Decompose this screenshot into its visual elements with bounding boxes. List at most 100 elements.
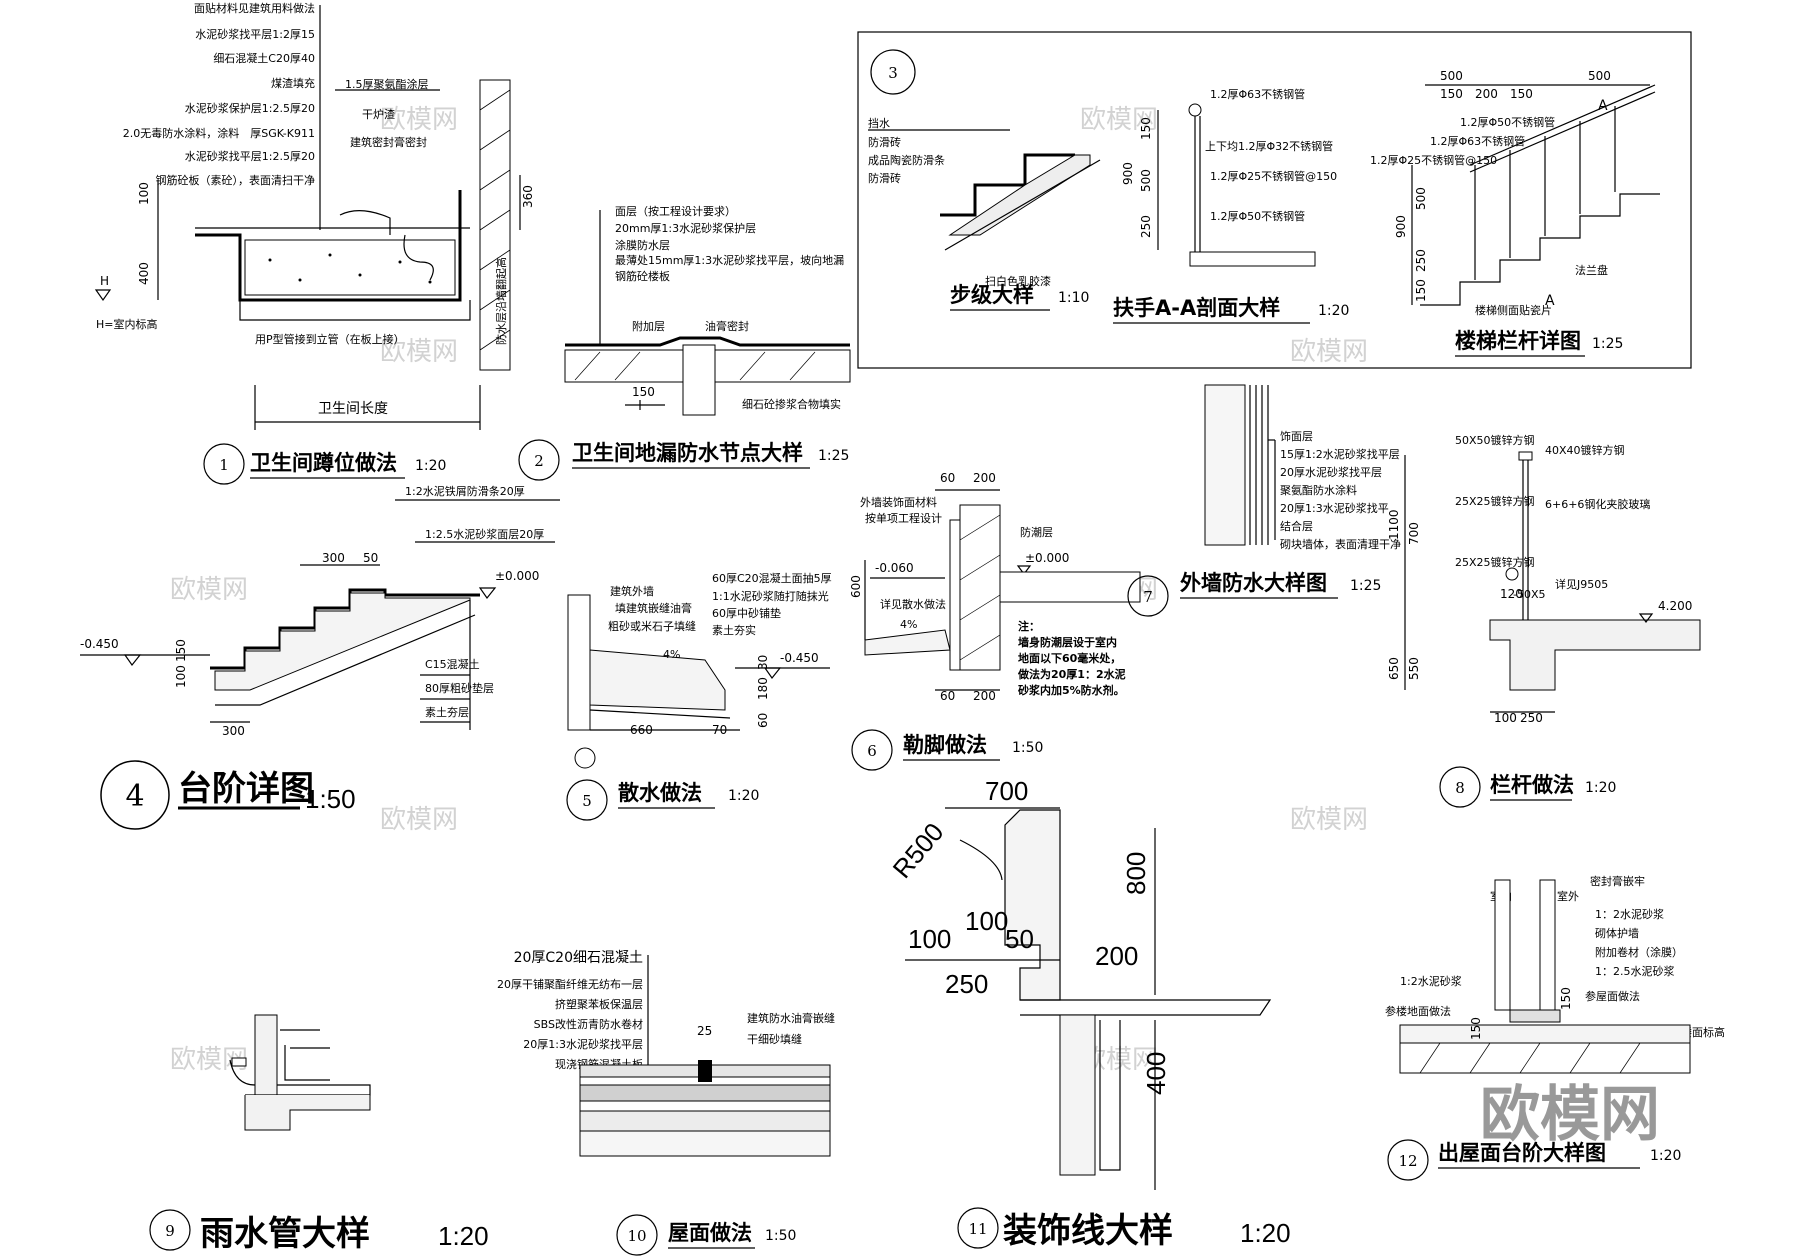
svg-text:详见J9505: 详见J9505	[1555, 577, 1608, 591]
svg-text:外墙装饰面材料: 外墙装饰面材料	[860, 495, 937, 509]
svg-text:300: 300	[322, 551, 345, 565]
svg-text:卫生间长度: 卫生间长度	[318, 401, 388, 417]
svg-text:1：2水泥砂浆: 1：2水泥砂浆	[1595, 907, 1664, 921]
svg-text:勒脚做法: 勒脚做法	[903, 733, 987, 757]
svg-text:欧模网: 欧模网	[1080, 105, 1158, 135]
svg-text:1.2厚Φ63不锈钢管: 1.2厚Φ63不锈钢管	[1430, 134, 1525, 148]
svg-text:砂浆内加5%防水剂。: 砂浆内加5%防水剂。	[1018, 683, 1125, 697]
svg-text:1:25: 1:25	[1592, 336, 1623, 352]
svg-text:8: 8	[1455, 779, 1465, 797]
svg-text:50: 50	[1005, 924, 1034, 954]
svg-text:墙身防潮层设于室内: 墙身防潮层设于室内	[1018, 635, 1117, 649]
svg-text:50: 50	[363, 551, 378, 565]
detail-11-title: 11 装饰线大样 1:20	[957, 1207, 1291, 1251]
svg-text:室外: 室外	[1557, 889, 1579, 903]
svg-text:水泥砂浆保护层1:2.5厚20: 水泥砂浆保护层1:2.5厚20	[185, 101, 315, 115]
svg-text:60: 60	[940, 689, 955, 703]
svg-text:1:50: 1:50	[1012, 740, 1043, 756]
svg-text:1100: 1100	[1387, 509, 1401, 540]
svg-text:欧模网: 欧模网	[380, 805, 458, 835]
svg-text:120: 120	[1500, 587, 1523, 601]
svg-text:500: 500	[1588, 69, 1611, 83]
svg-text:60: 60	[940, 471, 955, 485]
svg-text:涂膜防水层: 涂膜防水层	[615, 238, 670, 252]
svg-text:650: 650	[1387, 657, 1401, 680]
svg-text:1.5厚聚氨酯涂层: 1.5厚聚氨酯涂层	[345, 77, 429, 91]
svg-text:干细砂填缝: 干细砂填缝	[747, 1032, 802, 1046]
svg-text:屋面做法: 屋面做法	[668, 1221, 752, 1245]
handrail-section: 1.2厚Φ63不锈钢管 上下均1.2厚Φ32不锈钢管 1.2厚Φ25不锈钢管@1…	[1113, 87, 1349, 324]
svg-text:卫生间蹲位做法: 卫生间蹲位做法	[250, 451, 397, 475]
svg-text:素土夯实: 素土夯实	[712, 623, 756, 637]
svg-text:H: H	[100, 274, 109, 288]
svg-text:建筑密封膏密封: 建筑密封膏密封	[350, 135, 427, 149]
svg-text:防水层沿墙翻起高: 防水层沿墙翻起高	[494, 257, 508, 345]
svg-text:1:20: 1:20	[438, 1221, 489, 1251]
svg-text:步级大样: 步级大样	[950, 283, 1034, 307]
svg-text:800: 800	[1121, 852, 1151, 895]
svg-text:6: 6	[867, 742, 877, 760]
svg-text:1:2水泥铁屑防滑条20厚: 1:2水泥铁屑防滑条20厚	[405, 484, 525, 498]
svg-text:结合层: 结合层	[1280, 519, 1313, 533]
svg-text:150: 150	[1559, 987, 1573, 1010]
svg-text:20厚干铺聚酯纤维无纺布一层: 20厚干铺聚酯纤维无纺布一层	[497, 977, 643, 991]
svg-text:1:2水泥砂浆: 1:2水泥砂浆	[1400, 974, 1462, 988]
svg-text:干炉渣: 干炉渣	[362, 107, 395, 121]
svg-text:1:1水泥砂浆随打随抹光: 1:1水泥砂浆随打随抹光	[712, 589, 829, 603]
svg-text:550: 550	[1407, 657, 1421, 680]
svg-text:900: 900	[1121, 162, 1135, 185]
svg-text:60厚中砂铺垫: 60厚中砂铺垫	[712, 606, 781, 620]
svg-text:法兰盘: 法兰盘	[1575, 263, 1608, 277]
stair-railing: 500 500 150 200 150 1.2厚Φ50不锈钢管 1.2厚Φ63不…	[1370, 69, 1660, 357]
svg-text:-0.060: -0.060	[875, 561, 914, 575]
svg-text:150: 150	[1440, 87, 1463, 101]
svg-text:欧模网: 欧模网	[1290, 805, 1368, 835]
svg-text:250: 250	[1520, 711, 1543, 725]
detail-9-title: 9 雨水管大样 1:20	[149, 1209, 489, 1254]
svg-text:50X50镀锌方钢: 50X50镀锌方钢	[1455, 433, 1535, 447]
svg-text:面贴材料见建筑用料做法: 面贴材料见建筑用料做法	[194, 1, 315, 15]
svg-text:150: 150	[632, 385, 655, 399]
svg-text:1.2厚Φ63不锈钢管: 1.2厚Φ63不锈钢管	[1210, 87, 1305, 101]
svg-text:700: 700	[985, 776, 1028, 806]
svg-text:面层（按工程设计要求）: 面层（按工程设计要求）	[615, 204, 736, 218]
svg-text:20厚1:3水泥砂浆找平: 20厚1:3水泥砂浆找平	[1280, 501, 1389, 515]
svg-text:400: 400	[137, 262, 151, 285]
svg-text:1:20: 1:20	[728, 788, 759, 804]
detail-1-notes: 面贴材料见建筑用料做法 水泥砂浆找平层1:2厚15 细石混凝土C20厚40 煤渣…	[123, 1, 315, 187]
svg-text:粗砂或米石子填缝: 粗砂或米石子填缝	[608, 619, 696, 633]
svg-text:100: 100	[174, 665, 188, 688]
svg-text:散水做法: 散水做法	[618, 781, 702, 805]
svg-text:R500: R500	[887, 817, 950, 884]
svg-text:150: 150	[174, 639, 188, 662]
detail-2: 面层（按工程设计要求） 20mm厚1:3水泥砂浆保护层 涂膜防水层 最薄处15m…	[518, 204, 851, 481]
svg-text:素土夯层: 素土夯层	[425, 706, 469, 719]
svg-text:250: 250	[1139, 215, 1153, 238]
svg-text:10: 10	[627, 1227, 646, 1245]
svg-text:500: 500	[1440, 69, 1463, 83]
detail-7-title: 7 外墙防水大样图 1:25	[1127, 571, 1381, 617]
svg-text:60: 60	[756, 713, 770, 728]
detail-12-title: 12 出屋面台阶大样图 1:20	[1387, 1139, 1681, 1181]
svg-text:防滑砖: 防滑砖	[868, 135, 901, 149]
svg-text:1:20: 1:20	[1585, 780, 1616, 796]
detail-6-title: 6 勒脚做法 1:50	[851, 729, 1043, 771]
svg-text:1:25: 1:25	[1350, 578, 1381, 594]
detail-3: 3 挡水 防滑砖 成品陶瓷防滑条 防滑砖 扫白色乳胶漆 步级大样 1:10 1.…	[857, 31, 1692, 369]
svg-text:200: 200	[973, 689, 996, 703]
svg-text:600: 600	[849, 575, 863, 598]
svg-text:钢筋砼板（素砼），表面清扫干净: 钢筋砼板（素砼），表面清扫干净	[156, 173, 316, 187]
detail-1: 面贴材料见建筑用料做法 水泥砂浆找平层1:2厚15 细石混凝土C20厚40 煤渣…	[94, 1, 535, 485]
svg-text:装饰线大样: 装饰线大样	[1003, 1211, 1173, 1251]
detail-8: 50X50镀锌方钢 40X40镀锌方钢 25X25镀锌方钢 6+6+6钢化夹胶玻…	[1387, 433, 1701, 808]
svg-text:欧模网: 欧模网	[380, 337, 458, 367]
svg-text:水泥砂浆找平层1:2厚15: 水泥砂浆找平层1:2厚15	[195, 27, 315, 41]
svg-text:1.2厚Φ25不锈钢管@150: 1.2厚Φ25不锈钢管@150	[1370, 153, 1497, 167]
svg-text:150: 150	[1510, 87, 1533, 101]
svg-text:参楼地面做法: 参楼地面做法	[1385, 1004, 1451, 1018]
svg-text:密封膏嵌牢: 密封膏嵌牢	[1590, 874, 1645, 888]
svg-text:楼梯栏杆详图: 楼梯栏杆详图	[1455, 329, 1581, 353]
svg-text:建筑外墙: 建筑外墙	[610, 584, 654, 598]
svg-text:扶手A-A剖面大样: 扶手A-A剖面大样	[1113, 296, 1280, 320]
